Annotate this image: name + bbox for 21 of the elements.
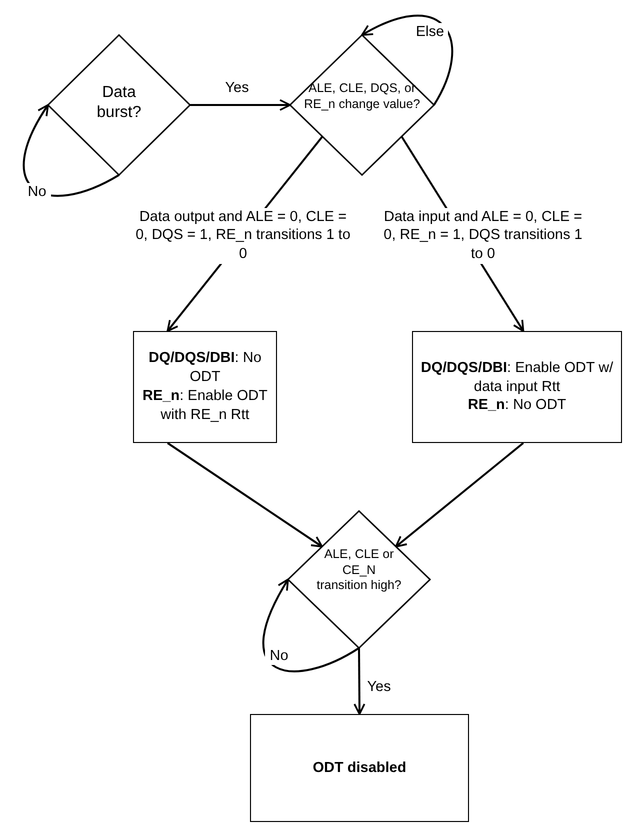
arrow [361, 14, 453, 106]
process-text: ODT disabled [312, 758, 406, 778]
arrow [262, 578, 360, 672]
decision-text: Data burst? [96, 83, 142, 123]
decision-text: ALE, CLE or CE_N transition high? [316, 547, 402, 594]
process-box [133, 331, 277, 443]
arrow [395, 442, 524, 548]
process-text: DQ/DQS/DBI: Enable ODT w/ data input Rtt [420, 358, 614, 396]
decision-diamond [48, 35, 190, 175]
arrow [190, 99, 291, 111]
arrow [167, 442, 323, 548]
process-text: DQ/DQS/DBI: No ODT [148, 349, 262, 387]
process-box [250, 714, 469, 822]
decision-diamond [290, 35, 434, 175]
process-box [412, 331, 622, 443]
arrow [354, 648, 366, 715]
decision-text: ALE, CLE, DQS, or RE_n change value? [302, 81, 422, 112]
edge-label: Data output and ALE = 0, CLE = 0, DQS = 1, RE_n transitions 1 to 0 [135, 208, 351, 264]
process-text: RE_n: No ODT [468, 396, 566, 416]
decision-diamond [288, 511, 430, 648]
process-text: RE_n: Enable ODT with RE_n Rtt [142, 387, 268, 425]
